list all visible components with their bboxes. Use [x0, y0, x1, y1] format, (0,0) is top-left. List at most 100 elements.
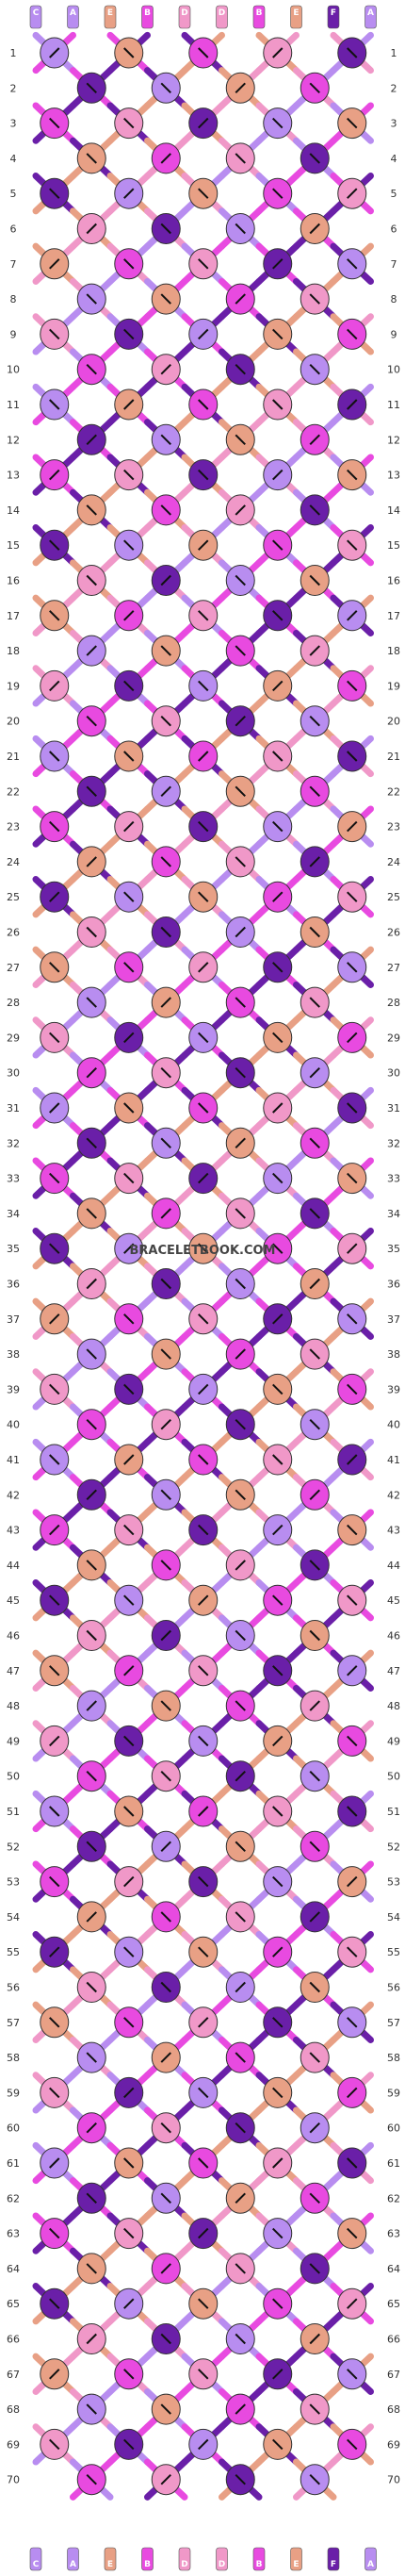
knot-arrow-icon [86, 82, 97, 94]
string-label-bottom: E [293, 2560, 299, 2569]
row-number-left: 35 [7, 1243, 20, 1255]
knot-arrow-icon [272, 1806, 284, 1817]
knot-arrow-icon [160, 1629, 171, 1642]
row-number-right: 54 [387, 1911, 400, 1924]
knot-arrow-icon [347, 2298, 358, 2309]
row-number-left: 54 [7, 1911, 20, 1924]
knot-arrow-icon [49, 962, 60, 973]
knot-arrow-icon [309, 293, 320, 305]
knot-arrow-icon [272, 680, 284, 692]
knot-arrow-icon [160, 2403, 171, 2415]
knot-arrow-icon [347, 2438, 358, 2451]
knot-arrow-icon [49, 399, 60, 410]
row-number-left: 30 [7, 1067, 20, 1080]
knot-arrow-icon [86, 504, 97, 516]
knot-arrow-icon [160, 1770, 171, 1782]
string-label-bottom: D [181, 2560, 187, 2569]
row-number-right: 55 [387, 1946, 400, 1958]
knot-arrow-icon [309, 715, 320, 727]
knot-arrow-icon [160, 715, 171, 727]
knot-arrow-icon [198, 1454, 209, 1465]
knot-arrow-icon [235, 715, 246, 727]
knot-arrow-icon [160, 997, 171, 1008]
knot-arrow-icon [49, 328, 60, 340]
knot-arrow-icon [86, 2473, 97, 2485]
knot-arrow-icon [123, 680, 135, 692]
row-number-right: 66 [387, 2334, 400, 2346]
row-number-left: 28 [7, 997, 20, 1009]
knot-arrow-icon [160, 645, 171, 656]
row-number-right: 58 [387, 2052, 400, 2064]
row-number-left: 4 [10, 153, 17, 165]
knot-arrow-icon [49, 751, 60, 762]
knot-arrow-icon [49, 1032, 60, 1044]
knot-arrow-icon [235, 997, 246, 1008]
knot-arrow-icon [272, 469, 284, 481]
row-number-right: 11 [387, 399, 400, 411]
knot-arrow-icon [123, 1946, 135, 1957]
knot-arrow-icon [49, 1665, 60, 1676]
knot-arrow-icon [198, 1875, 209, 1888]
knot-arrow-icon [49, 2438, 60, 2451]
string-label-top: D [219, 8, 225, 18]
knot-arrow-icon [347, 399, 358, 410]
knot-arrow-icon [160, 1489, 171, 1501]
row-number-left: 3 [10, 118, 17, 130]
row-number-right: 3 [391, 118, 397, 130]
row-number-left: 11 [7, 399, 20, 411]
knot-arrow-icon [309, 2192, 320, 2204]
knot-arrow-icon [235, 1278, 246, 1290]
knot-arrow-icon [123, 1454, 135, 1465]
knot-arrow-icon [309, 1348, 320, 1360]
knot-arrow-icon [272, 399, 284, 410]
row-number-left: 50 [7, 1771, 20, 1783]
knot-arrow-icon [272, 328, 284, 340]
knot-arrow-icon [49, 117, 60, 129]
knot-arrow-icon [86, 1208, 97, 1219]
knot-arrow-icon [198, 328, 209, 340]
knot-arrow-icon [198, 2438, 209, 2451]
knot-arrow-icon [198, 539, 209, 551]
row-number-right: 65 [387, 2298, 400, 2310]
knot-arrow-icon [160, 2263, 171, 2274]
knot-arrow-icon [49, 47, 60, 58]
row-number-left: 31 [7, 1102, 20, 1115]
knot-arrow-icon [123, 469, 135, 481]
string-tab-bottom [216, 2547, 228, 2571]
knot-arrow-icon [86, 926, 97, 938]
knot-arrow-icon [347, 328, 358, 340]
knot-arrow-icon [123, 2227, 135, 2239]
knot-arrow-icon [123, 2369, 135, 2380]
knot-arrow-icon [309, 785, 320, 798]
row-number-left: 49 [7, 1735, 20, 1747]
string-tab-top [141, 5, 154, 29]
knot-arrow-icon [198, 1313, 209, 1325]
knot-arrow-icon [235, 223, 246, 235]
row-number-left: 59 [7, 2087, 20, 2099]
knot-arrow-icon [309, 574, 320, 586]
knot-arrow-icon [123, 539, 135, 551]
knot-arrow-icon [272, 962, 284, 973]
knot-arrow-icon [123, 1383, 135, 1395]
knot-arrow-icon [347, 1172, 358, 1184]
string-tab-top [364, 5, 377, 29]
knot-arrow-icon [86, 2122, 97, 2134]
knot-arrow-icon [160, 1700, 171, 1711]
knot-arrow-icon [198, 1172, 209, 1184]
row-number-left: 66 [7, 2334, 20, 2346]
knot-arrow-icon [198, 680, 209, 692]
row-number-right: 43 [387, 1525, 400, 1537]
knot-arrow-icon [198, 891, 209, 902]
knot-arrow-icon [347, 820, 358, 833]
knot-arrow-icon [160, 856, 171, 867]
knot-arrow-icon [347, 1102, 358, 1114]
knot-arrow-icon [272, 47, 284, 58]
string-tab-top [327, 5, 340, 29]
knot-arrow-icon [272, 1875, 284, 1888]
knot-arrow-icon [86, 715, 97, 727]
row-number-right: 10 [387, 364, 400, 376]
row-number-left: 13 [7, 470, 20, 482]
knot-arrow-icon [235, 1981, 246, 1993]
knot-arrow-icon [49, 1454, 60, 1465]
knot-arrow-icon [198, 1946, 209, 1957]
